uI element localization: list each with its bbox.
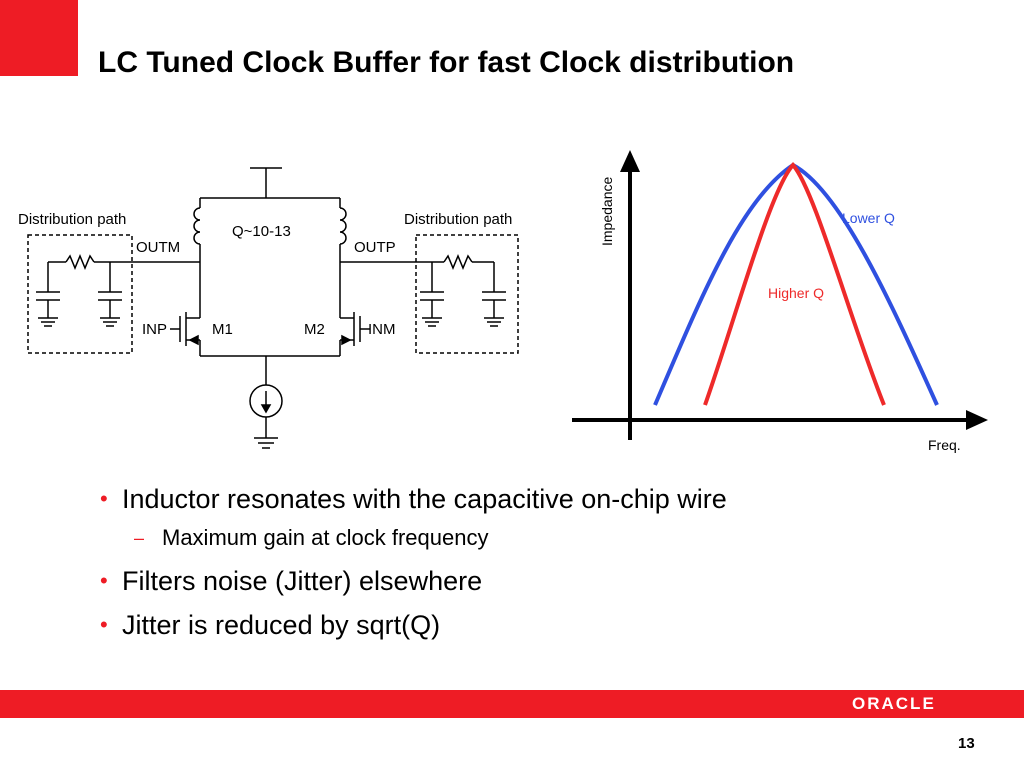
slide-title: LC Tuned Clock Buffer for fast Clock dis…: [98, 46, 795, 79]
bullet-text: Inductor resonates with the capacitive o…: [122, 484, 727, 514]
right-distribution-path-label: Distribution path: [404, 211, 512, 228]
inp-label: INP: [142, 321, 167, 338]
impedance-frequency-graph: Impedance Freq. Lower Q Higher Q: [572, 150, 988, 453]
m2-label: M2: [304, 321, 325, 338]
bullet-dot-icon: •: [100, 612, 108, 637]
page-number: 13: [958, 735, 975, 752]
bullet-list: • Inductor resonates with the capacitive…: [100, 480, 980, 650]
red-corner-block: [0, 0, 78, 76]
x-axis-label: Freq.: [928, 437, 961, 453]
sub-bullet-item: – Maximum gain at clock frequency: [134, 524, 980, 552]
bullet-dot-icon: •: [100, 568, 108, 593]
y-axis-label: Impedance: [599, 177, 615, 246]
clock-buffer-circuit: [27, 167, 519, 449]
bullet-item: • Inductor resonates with the capacitive…: [100, 480, 980, 518]
bullet-text: Jitter is reduced by sqrt(Q): [122, 610, 441, 640]
inm-label: INM: [368, 321, 396, 338]
sub-bullet-text: Maximum gain at clock frequency: [162, 525, 489, 550]
left-distribution-path-label: Distribution path: [18, 211, 126, 228]
m1-label: M1: [212, 321, 233, 338]
bullet-dot-icon: •: [100, 486, 108, 511]
bullet-item: • Jitter is reduced by sqrt(Q): [100, 606, 980, 644]
lower-q-label: Lower Q: [842, 210, 895, 226]
x-axis-arrow-icon: [966, 410, 988, 430]
footer-bar: [0, 690, 1024, 718]
bullet-text: Filters noise (Jitter) elsewhere: [122, 566, 483, 596]
higher-q-label: Higher Q: [768, 285, 824, 301]
higher-q-curve: [703, 162, 886, 406]
outm-label: OUTM: [136, 239, 180, 256]
y-axis-arrow-icon: [620, 150, 640, 172]
outp-label: OUTP: [354, 239, 396, 256]
bullet-item: • Filters noise (Jitter) elsewhere: [100, 562, 980, 600]
oracle-logo: ORACLE: [852, 694, 936, 713]
sub-bullet-dash-icon: –: [134, 528, 145, 548]
q-factor-label: Q~10-13: [232, 223, 291, 240]
